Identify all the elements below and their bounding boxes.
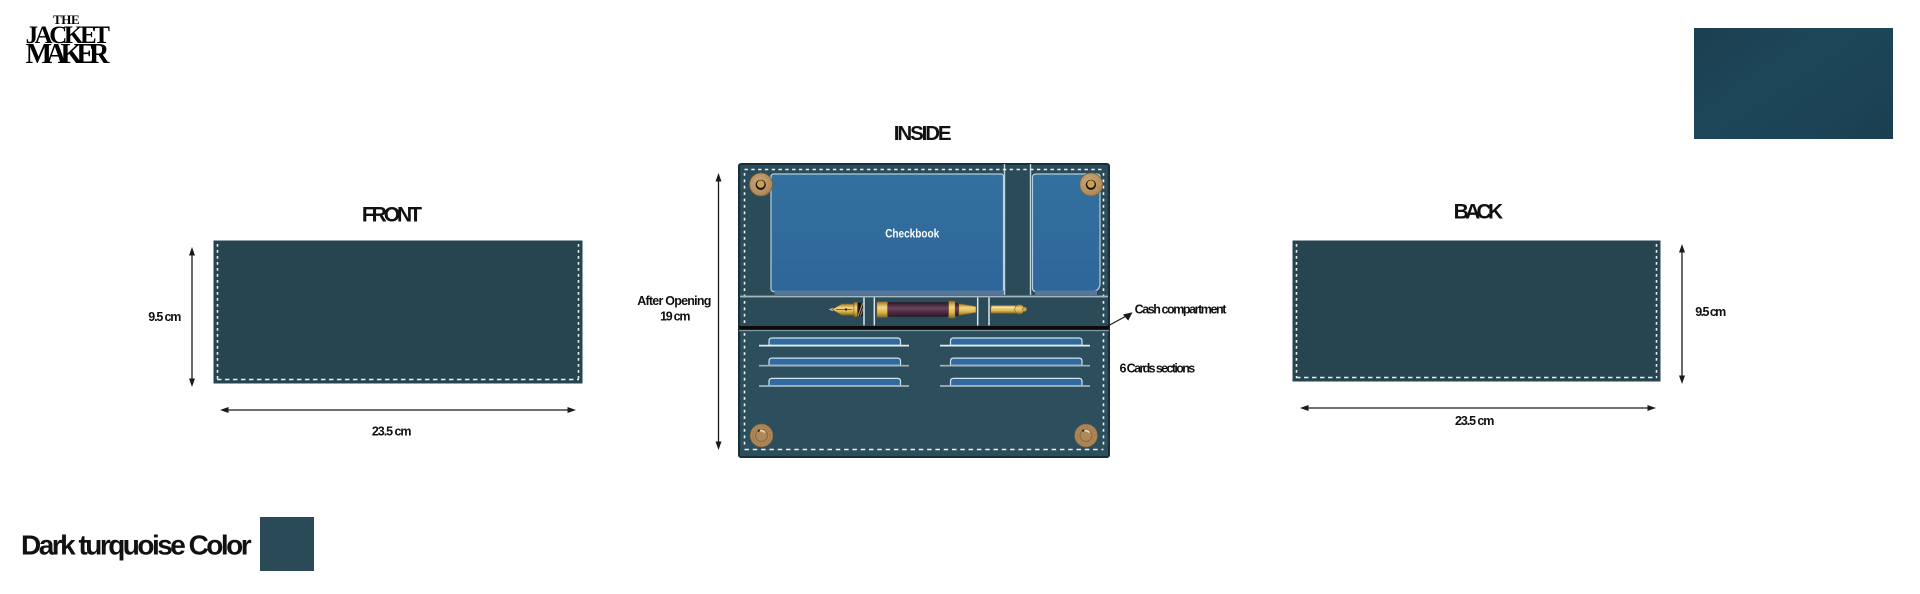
svg-text:After Opening: After Opening: [637, 294, 711, 308]
svg-text:23.5 cm: 23.5 cm: [372, 425, 412, 439]
svg-text:19 cm: 19 cm: [660, 309, 690, 323]
svg-text:FRONT: FRONT: [362, 203, 422, 226]
svg-text:JACKET: JACKET: [26, 22, 111, 49]
svg-text:Dark turquoise Color: Dark turquoise Color: [21, 530, 252, 561]
svg-text:9.5 cm: 9.5 cm: [148, 310, 181, 324]
svg-text:6 Cards sections: 6 Cards sections: [1120, 362, 1196, 376]
svg-text:23.5 cm: 23.5 cm: [1455, 414, 1494, 428]
svg-text:9.5 cm: 9.5 cm: [1695, 305, 1726, 319]
svg-text:Checkbook: Checkbook: [885, 227, 939, 241]
svg-text:THE: THE: [53, 12, 80, 27]
svg-text:INSIDE: INSIDE: [894, 122, 952, 145]
svg-text:MAKER: MAKER: [26, 39, 111, 70]
svg-text:Cash compartment: Cash compartment: [1135, 302, 1228, 316]
svg-text:BACK: BACK: [1454, 200, 1504, 223]
